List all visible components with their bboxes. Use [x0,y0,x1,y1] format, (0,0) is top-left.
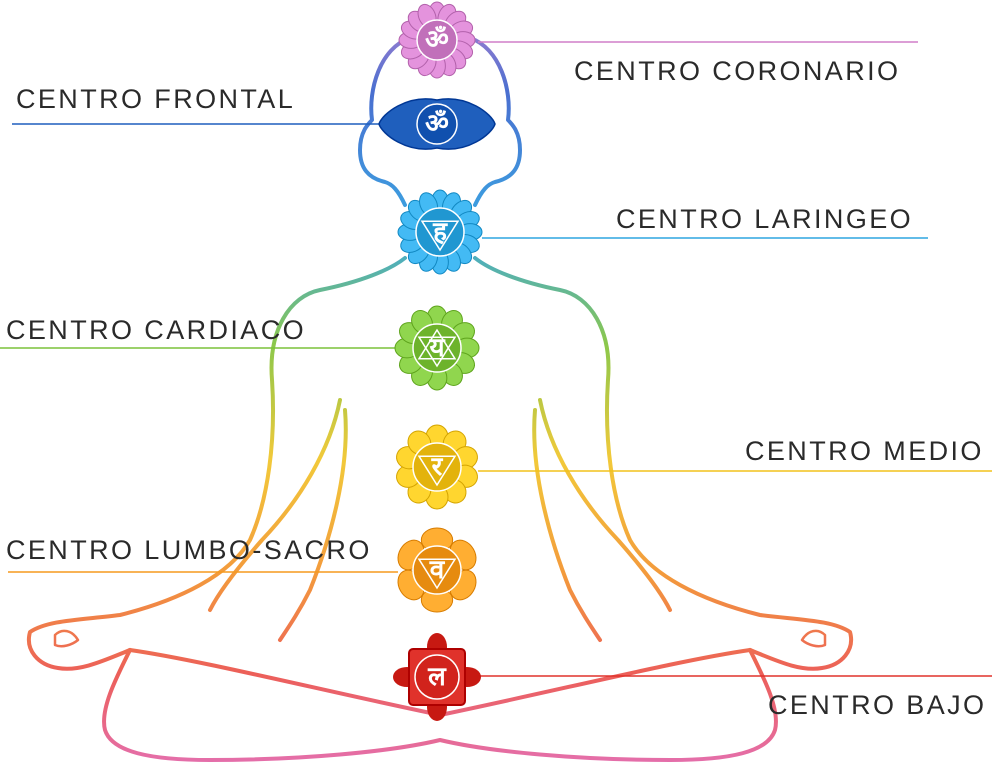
solar-core [412,442,462,492]
label-throat: CENTRO LARINGEO [616,204,913,234]
sacral-triangle [417,558,457,590]
throat-glyph: ह [432,217,448,247]
label-sacral: CENTRO LUMBO-SACRO [6,535,372,565]
third_eye-chakra-icon: ॐ [378,98,496,150]
root-glyph: ल [427,662,447,692]
crown-glyph: ॐ [425,25,449,55]
label-heart: CENTRO CARDIACO [6,315,306,345]
label-solar: CENTRO MEDIO [745,436,984,466]
throat-core [415,207,465,257]
connector-lines [0,41,992,677]
chakra-emblems: ॐ ॐ ह य र व ल [378,1,496,721]
crown-chakra-icon: ॐ [398,1,476,79]
heart-star [417,328,457,368]
solar-chakra-icon: र [396,424,478,510]
sacral-chakra-icon: व [397,527,477,613]
heart-core [412,323,462,373]
label-third-eye: CENTRO FRONTAL [16,84,295,114]
throat-triangle [420,220,460,252]
third_eye-core [416,103,458,145]
heart-glyph: य [428,333,445,363]
third_eye-glyph: ॐ [425,109,449,139]
sacral-glyph: व [429,555,446,585]
solar-triangle [417,455,457,487]
root-chakra-icon: ल [393,633,481,721]
solar-glyph: र [431,452,444,482]
label-crown: CENTRO CORONARIO [574,56,900,86]
body-outline [26,36,854,762]
sacral-core [412,545,462,595]
throat-chakra-icon: ह [397,189,483,275]
heart-chakra-icon: य [394,305,480,391]
root-core [414,654,460,700]
label-root: CENTRO BAJO [768,690,986,720]
crown-core [416,19,458,61]
